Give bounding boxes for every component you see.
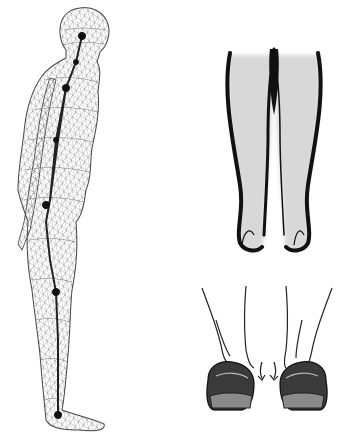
feet-shoes-icon [192,280,342,430]
leg-silhouette [212,35,337,265]
left-shoe [207,362,254,410]
right-shoe [280,362,327,410]
human-wireframe-icon [0,0,150,435]
legs-silhouette-icon [212,35,337,265]
feet-with-shoes [192,280,342,430]
wireframe-figure [0,0,150,435]
